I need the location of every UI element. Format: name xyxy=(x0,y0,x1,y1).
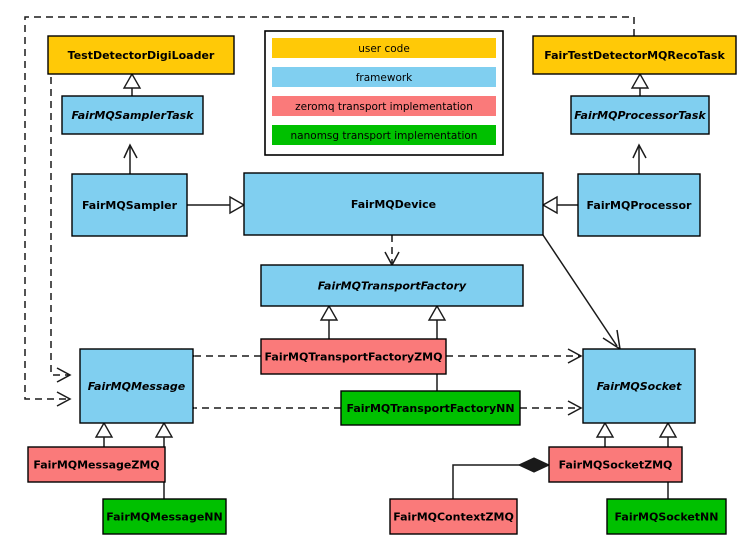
diamond-composition-socketzmq xyxy=(517,457,551,473)
class-label-FairMQSampler: FairMQSampler xyxy=(82,199,178,212)
class-box-TestDetectorDigiLoader[interactable] xyxy=(47,35,235,75)
class-box-FairMQSamplerTask[interactable] xyxy=(61,95,204,135)
arrowhead-open-recotask-message xyxy=(56,391,72,407)
legend-items: user code framework zeromq transport imple… xyxy=(272,38,496,145)
class-label-FairMQSamplerTask: FairMQSamplerTask xyxy=(72,109,195,122)
class-node-FairMQMessageZMQ[interactable]: FairMQMessageZMQ xyxy=(27,446,166,483)
edge-device-to-socket xyxy=(542,234,618,347)
class-node-FairMQSampler[interactable]: FairMQSampler xyxy=(71,173,188,237)
legend-label-user-code: user code xyxy=(358,43,410,55)
class-label-FairMQProcessor: FairMQProcessor xyxy=(587,199,692,212)
class-label-FairMQProcessorTask: FairMQProcessorTask xyxy=(574,109,706,122)
class-box-FairMQMessageNN[interactable] xyxy=(102,498,227,535)
class-node-FairMQProcessorTask[interactable]: FairMQProcessorTask xyxy=(570,95,710,135)
class-node-FairMQMessageNN[interactable]: FairMQMessageNN xyxy=(102,498,227,535)
arrowhead-open-tfzmq-socket xyxy=(567,348,583,364)
arrowhead-open-processor-processortask xyxy=(632,143,647,159)
arrowhead-generalization-recotask xyxy=(630,72,650,89)
class-label-FairMQSocketZMQ: FairMQSocketZMQ xyxy=(559,459,673,472)
arrowhead-generalization-digiloader xyxy=(122,72,142,89)
arrowhead-generalization-processor-device xyxy=(541,195,558,215)
class-node-FairMQTransportFactory[interactable]: FairMQTransportFactory xyxy=(260,264,524,307)
class-label-FairMQMessage: FairMQMessage xyxy=(88,380,186,393)
class-label-FairMQContextZMQ: FairMQContextZMQ xyxy=(393,511,514,524)
legend-item-user-code: user code xyxy=(272,38,496,58)
legend-item-framework: framework xyxy=(272,67,496,87)
class-label-TestDetectorDigiLoader: TestDetectorDigiLoader xyxy=(68,49,215,62)
class-box-FairTestDetectorMQRecoTask[interactable] xyxy=(532,35,737,75)
class-box-FairMQTransportFactory[interactable] xyxy=(260,264,524,307)
arrowhead-open-digiloader-message xyxy=(56,367,72,383)
class-label-FairMQTransportFactoryNN: FairMQTransportFactoryNN xyxy=(346,402,514,415)
class-node-FairMQTransportFactoryZMQ[interactable]: FairMQTransportFactoryZMQ xyxy=(260,338,447,375)
legend-label-zeromq: zeromq transport implementation xyxy=(295,101,473,113)
node-layer: TestDetectorDigiLoader FairTestDetectorMQ… xyxy=(27,35,737,535)
legend-swatch-zeromq xyxy=(272,96,496,116)
class-label-FairMQSocket: FairMQSocket xyxy=(597,380,683,393)
arrowhead-generalization-socket-zmq xyxy=(595,421,615,438)
class-node-FairMQSamplerTask[interactable]: FairMQSamplerTask xyxy=(61,95,204,135)
class-label-FairMQTransportFactory: FairMQTransportFactory xyxy=(318,280,467,293)
legend-swatch-nanomsg xyxy=(272,125,496,145)
edge-contextzmq-to-socketzmq xyxy=(452,464,538,499)
class-node-FairMQTransportFactoryNN[interactable]: FairMQTransportFactoryNN xyxy=(340,390,521,426)
legend-swatch-framework xyxy=(272,67,496,87)
class-label-FairMQMessageNN: FairMQMessageNN xyxy=(106,511,222,524)
class-node-FairTestDetectorMQRecoTask[interactable]: FairTestDetectorMQRecoTask xyxy=(532,35,737,75)
class-box-FairMQSocket[interactable] xyxy=(582,348,696,424)
arrowhead-generalization-tf-zmq xyxy=(319,304,339,321)
class-box-FairMQMessage[interactable] xyxy=(79,348,194,424)
class-box-FairMQDevice[interactable] xyxy=(243,172,544,236)
edge-group-main xyxy=(103,86,669,499)
class-box-FairMQSocketNN[interactable] xyxy=(606,498,727,535)
class-box-FairMQContextZMQ[interactable] xyxy=(389,498,518,535)
class-box-FairMQSocketZMQ[interactable] xyxy=(548,446,683,483)
legend: user code framework zeromq transport imple… xyxy=(264,30,504,156)
class-label-FairMQDevice: FairMQDevice xyxy=(351,198,436,211)
class-box-FairMQProcessor[interactable] xyxy=(577,173,701,237)
legend-label-nanomsg: nanomsg transport implementation xyxy=(291,130,478,142)
edge-recotask-to-message xyxy=(24,16,635,400)
arrowhead-generalization-message-zmq xyxy=(94,421,114,438)
class-node-FairMQMessage[interactable]: FairMQMessage xyxy=(79,348,194,424)
class-box-FairMQMessageZMQ[interactable] xyxy=(27,446,166,483)
class-label-FairMQSocketNN: FairMQSocketNN xyxy=(615,511,719,524)
arrowhead-generalization-message-nn xyxy=(154,421,174,438)
arrowhead-generalization-sampler-device xyxy=(229,195,246,215)
arrowhead-open-sampler-samplertask xyxy=(123,143,138,159)
class-node-FairMQSocketZMQ[interactable]: FairMQSocketZMQ xyxy=(548,446,683,483)
arrowhead-generalization-socket-nn xyxy=(658,421,678,438)
class-node-FairMQSocketNN[interactable]: FairMQSocketNN xyxy=(606,498,727,535)
class-node-FairMQContextZMQ[interactable]: FairMQContextZMQ xyxy=(389,498,518,535)
class-box-FairMQTransportFactoryZMQ[interactable] xyxy=(260,338,447,375)
legend-swatch-user-code xyxy=(272,38,496,58)
arrowhead-generalization-tf-nn xyxy=(427,304,447,321)
class-label-FairMQTransportFactoryZMQ: FairMQTransportFactoryZMQ xyxy=(265,351,443,364)
legend-item-nanomsg: nanomsg transport implementation xyxy=(272,125,496,145)
class-box-FairMQTransportFactoryNN[interactable] xyxy=(340,390,521,426)
class-box-FairMQProcessorTask[interactable] xyxy=(570,95,710,135)
arrowhead-open-device-socket xyxy=(602,329,622,351)
class-label-FairMQMessageZMQ: FairMQMessageZMQ xyxy=(33,459,159,472)
class-label-FairTestDetectorMQRecoTask: FairTestDetectorMQRecoTask xyxy=(544,49,725,62)
class-node-TestDetectorDigiLoader[interactable]: TestDetectorDigiLoader xyxy=(47,35,235,75)
arrowhead-open-tfnn-socket xyxy=(567,400,583,416)
legend-label-framework: framework xyxy=(356,72,413,84)
class-box-FairMQSampler[interactable] xyxy=(71,173,188,237)
legend-item-zeromq: zeromq transport implementation xyxy=(272,96,496,116)
class-node-FairMQDevice[interactable]: FairMQDevice xyxy=(243,172,544,236)
class-node-FairMQSocket[interactable]: FairMQSocket xyxy=(582,348,696,424)
class-node-FairMQProcessor[interactable]: FairMQProcessor xyxy=(577,173,701,237)
